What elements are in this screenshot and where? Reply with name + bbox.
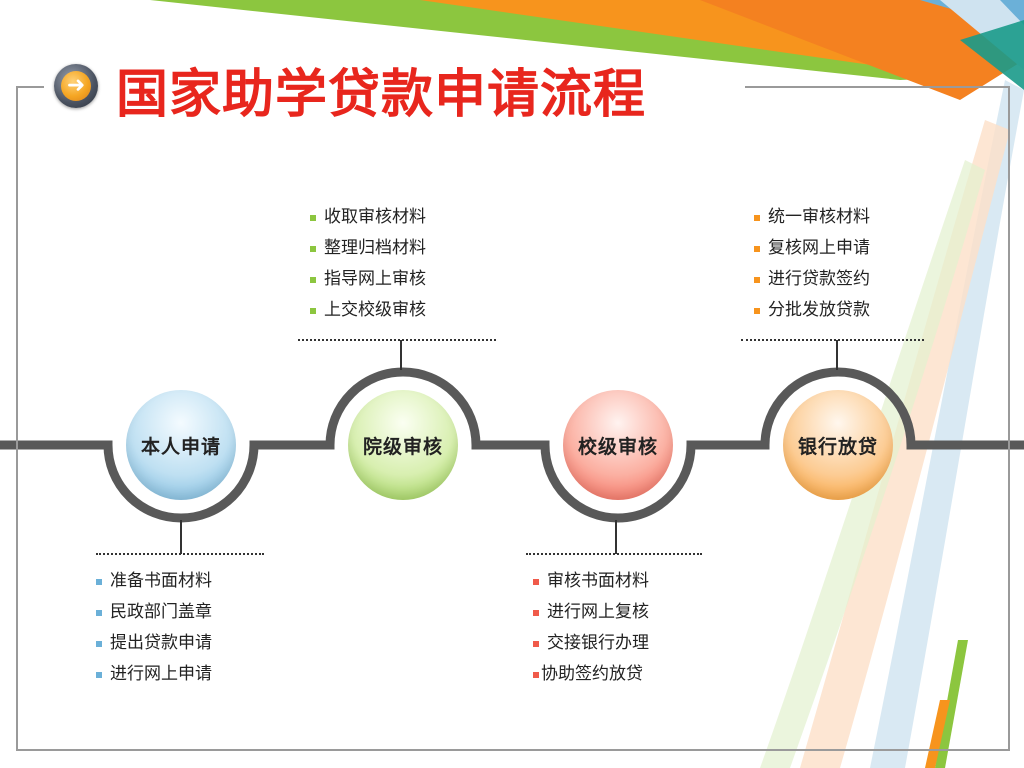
list-item: 整理归档材料 — [310, 233, 426, 264]
step-label: 校级审核 — [577, 435, 658, 458]
list-item: 准备书面材料 — [96, 566, 212, 597]
list-item: 指导网上审核 — [310, 264, 426, 295]
frame-right — [1008, 86, 1010, 751]
page-title: 国家助学贷款申请流程 — [116, 65, 647, 125]
step-circle-apply: 本人申请 — [126, 390, 236, 500]
list-item: 审核书面材料 — [533, 566, 649, 597]
list-item: 进行网上申请 — [96, 659, 212, 690]
list-item: 分批发放贷款 — [754, 295, 870, 326]
list-item: 进行网上复核 — [533, 597, 649, 628]
list-item: 交接银行办理 — [533, 628, 649, 659]
dotted-separator — [526, 553, 702, 555]
connector-stem — [180, 520, 182, 554]
connector-stem — [400, 340, 402, 370]
frame-bottom — [16, 749, 1010, 751]
step-label: 院级审核 — [362, 435, 443, 458]
arrow-right-icon: ➜ — [54, 64, 98, 108]
frame-top-right — [745, 86, 1010, 88]
task-list-college-review: 收取审核材料 整理归档材料 指导网上审核 上交校级审核 — [310, 202, 426, 326]
dotted-separator — [741, 339, 924, 341]
task-list-apply: 准备书面材料 民政部门盖章 提出贷款申请 进行网上申请 — [96, 566, 212, 690]
connector-stem — [615, 520, 617, 554]
frame-top-left — [16, 86, 44, 88]
list-item: 提出贷款申请 — [96, 628, 212, 659]
list-item: 上交校级审核 — [310, 295, 426, 326]
frame-left — [16, 86, 18, 750]
step-label: 本人申请 — [140, 435, 221, 458]
step-circle-school-review: 校级审核 — [563, 390, 673, 500]
list-item: 民政部门盖章 — [96, 597, 212, 628]
dotted-separator — [298, 339, 496, 341]
task-list-school-review: 审核书面材料 进行网上复核 交接银行办理 协助签约放贷 — [533, 566, 649, 690]
list-item: 统一审核材料 — [754, 202, 870, 233]
step-circle-bank-loan: 银行放贷 — [783, 390, 893, 500]
task-list-bank-loan: 统一审核材料 复核网上申请 进行贷款签约 分批发放贷款 — [754, 202, 870, 326]
step-circle-college-review: 院级审核 — [348, 390, 458, 500]
list-item: 协助签约放贷 — [533, 659, 649, 690]
list-item: 复核网上申请 — [754, 233, 870, 264]
connector-stem — [836, 340, 838, 370]
step-label: 银行放贷 — [797, 435, 878, 458]
dotted-separator — [96, 553, 264, 555]
list-item: 收取审核材料 — [310, 202, 426, 233]
list-item: 进行贷款签约 — [754, 264, 870, 295]
